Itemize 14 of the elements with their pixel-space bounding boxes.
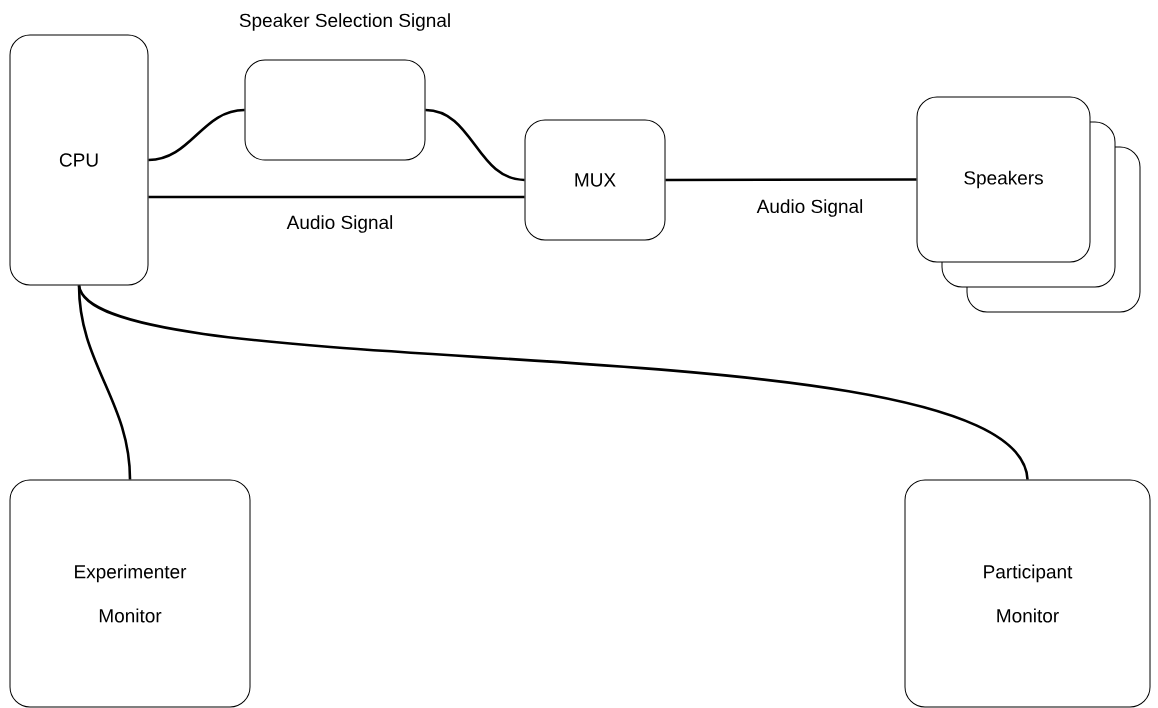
- cpu-box: CPU: [9, 34, 149, 286]
- connector-line: [77, 285, 132, 480]
- monitor-box: Participant Monitor: [904, 479, 1151, 708]
- connector-line: [665, 178, 917, 182]
- interface-box: [244, 59, 426, 161]
- connector-line: [148, 195, 525, 199]
- mux-box: MUX: [524, 119, 666, 241]
- signal-label: Speaker Selection Signal: [239, 13, 450, 31]
- edge-label: Audio Signal: [286, 215, 393, 233]
- edge-label: Audio Signal: [756, 199, 863, 217]
- speakers-box: Speakers: [916, 96, 1141, 313]
- connector-line: [148, 108, 245, 162]
- monitor-box: Experimenter Monitor: [9, 479, 251, 708]
- connector-line: [425, 108, 525, 182]
